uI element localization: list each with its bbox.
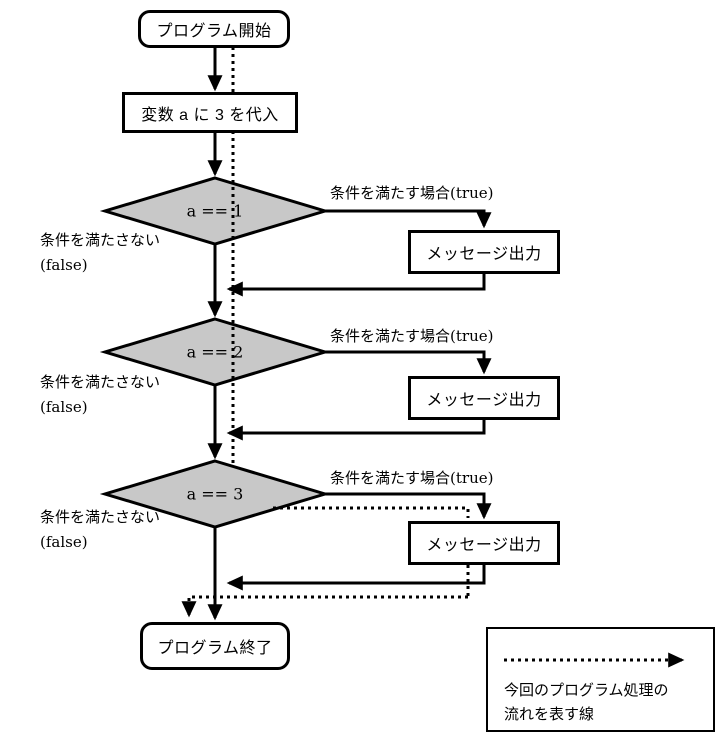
false-label-3: 条件を満たさない (false) [40, 506, 160, 554]
false-label-2-en: (false) [40, 398, 88, 416]
connector-true2 [325, 350, 492, 375]
false-label-1-jp: 条件を満たさない [40, 232, 161, 249]
true-label-1-jp: 条件を満たす場合 [330, 185, 451, 202]
legend-dotted-arrow [504, 652, 685, 668]
legend-caption-line1: 今回のプログラム処理の [504, 682, 669, 699]
true-label-2: 条件を満たす場合(true) [330, 325, 493, 346]
true-label-1: 条件を満たす場合(true) [330, 182, 493, 203]
decision1-label: a == 1 [186, 201, 244, 221]
message-node-1-label: メッセージ出力 [426, 246, 542, 263]
end-node: プログラム終了 [140, 622, 290, 670]
false-label-3-jp: 条件を満たさない [40, 509, 161, 526]
message-node-1: メッセージ出力 [408, 230, 560, 274]
start-node-label: プログラム開始 [156, 23, 272, 40]
message-node-3: メッセージ出力 [408, 521, 560, 565]
start-node: プログラム開始 [138, 10, 290, 48]
assign-node: 変数 a に 3 を代入 [122, 92, 298, 133]
message-node-2-label: メッセージ出力 [426, 392, 542, 409]
true-label-3: 条件を満たす場合(true) [330, 467, 493, 488]
true-label-3-en: (true) [450, 469, 494, 487]
false-label-1-en: (false) [40, 256, 88, 274]
true-label-3-jp: 条件を満たす場合 [330, 470, 451, 487]
false-label-2-jp: 条件を満たさない [40, 374, 161, 391]
connector-return3 [226, 565, 486, 591]
decision2-label: a == 2 [186, 342, 244, 362]
assign-node-label: 変数 a に 3 を代入 [141, 106, 279, 124]
legend-caption-line2: 流れを表す線 [504, 706, 595, 723]
decision3-label: a == 3 [186, 484, 244, 504]
true-label-1-en: (true) [450, 184, 494, 202]
connector-true3 [325, 492, 492, 520]
message-node-2: メッセージ出力 [408, 376, 560, 420]
connector-true1 [325, 209, 492, 229]
end-node-label: プログラム終了 [157, 640, 273, 657]
false-label-3-en: (false) [40, 533, 88, 551]
connector-group [99, 47, 492, 621]
false-label-2: 条件を満たさない (false) [40, 371, 160, 419]
true-label-2-jp: 条件を満たす場合 [330, 328, 451, 345]
message-node-3-label: メッセージ出力 [426, 537, 542, 554]
legend-caption: 今回のプログラム処理の 流れを表す線 [504, 679, 669, 727]
true-label-2-en: (true) [450, 327, 494, 345]
legend-box: 今回のプログラム処理の 流れを表す線 [486, 627, 715, 732]
dotted-branch-right [273, 506, 470, 518]
dotted-return-to-end [181, 595, 468, 618]
false-label-1: 条件を満たさない (false) [40, 229, 160, 277]
connector-return2 [226, 420, 486, 441]
connector-return1 [226, 274, 486, 297]
